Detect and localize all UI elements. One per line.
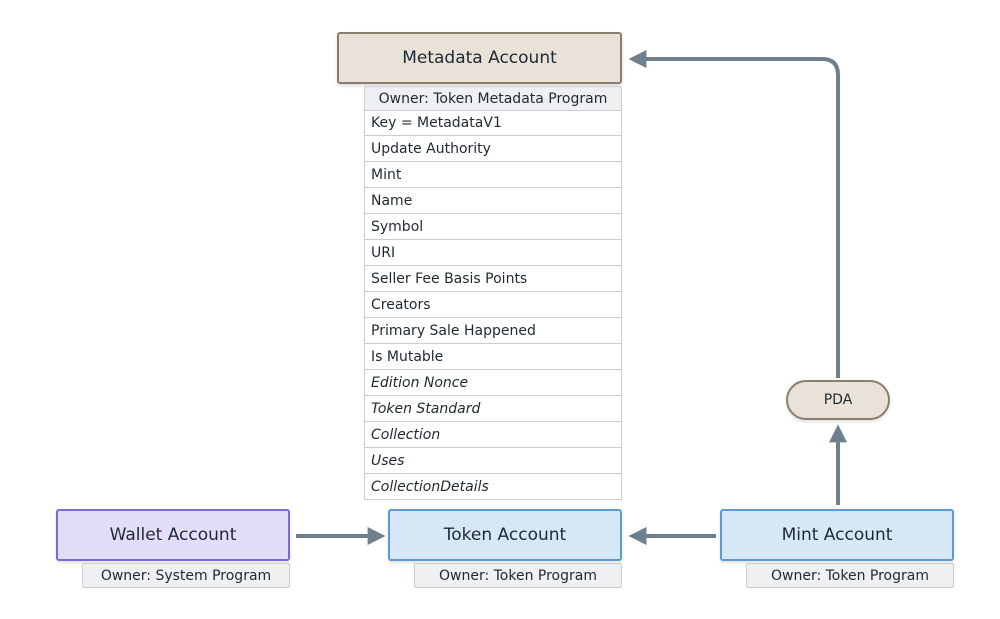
metadata-field: URI <box>364 240 622 266</box>
metadata-field: Token Standard <box>364 396 622 422</box>
pda-to-metadata-arrow <box>628 50 840 378</box>
token-account-owner: Owner: Token Program <box>414 563 622 588</box>
mint-account-box: Mint Account <box>720 509 954 561</box>
mint-account-owner: Owner: Token Program <box>746 563 954 588</box>
metadata-field: CollectionDetails <box>364 474 622 500</box>
metadata-field: Key = MetadataV1 <box>364 110 622 136</box>
metadata-account-owner: Owner: Token Metadata Program <box>364 86 622 111</box>
metadata-field: Mint <box>364 162 622 188</box>
metadata-account-box: Metadata Account <box>337 32 622 84</box>
metadata-field: Creators <box>364 292 622 318</box>
wallet-account-title: Wallet Account <box>109 525 237 545</box>
token-account-title: Token Account <box>443 525 567 545</box>
pda-label: PDA <box>823 392 853 408</box>
metadata-field: Seller Fee Basis Points <box>364 266 622 292</box>
pda-node: PDA <box>786 380 890 420</box>
mint-account-title: Mint Account <box>781 525 893 545</box>
wallet-account-box: Wallet Account <box>56 509 290 561</box>
metadata-account-title: Metadata Account <box>402 48 557 68</box>
token-account-box: Token Account <box>388 509 622 561</box>
metadata-field: Uses <box>364 448 622 474</box>
wallet-account-owner: Owner: System Program <box>82 563 290 588</box>
metadata-field: Symbol <box>364 214 622 240</box>
metadata-field: Edition Nonce <box>364 370 622 396</box>
metadata-field: Is Mutable <box>364 344 622 370</box>
metadata-field: Update Authority <box>364 136 622 162</box>
metadata-field: Primary Sale Happened <box>364 318 622 344</box>
metadata-field: Collection <box>364 422 622 448</box>
metadata-field: Name <box>364 188 622 214</box>
